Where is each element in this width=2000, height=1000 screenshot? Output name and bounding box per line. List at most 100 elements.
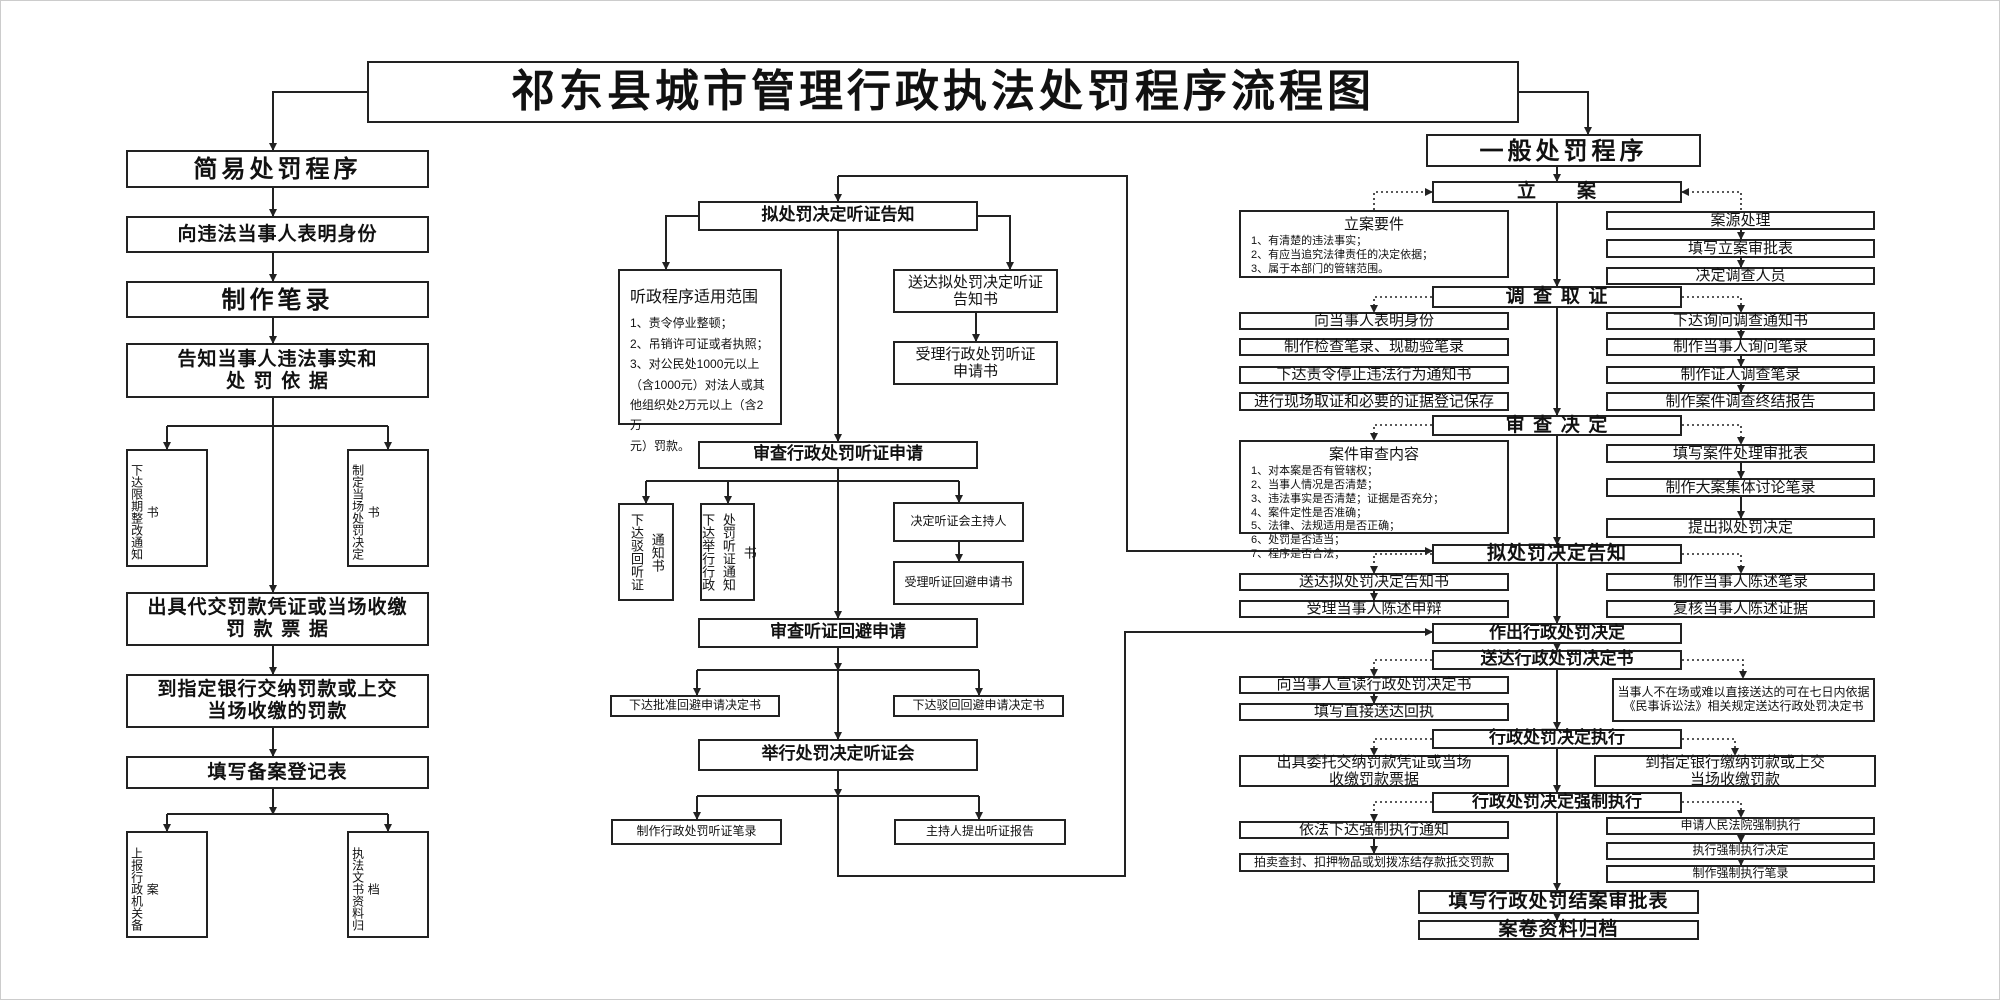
general-review-content-item: 2、当事人情况是否清楚； [1251, 479, 1379, 491]
general-review-content: 案件审查内容 1、对本案是否有管辖权；2、当事人情况是否清楚；3、违法事实是否清楚… [1239, 440, 1509, 560]
general-inv-right-2: 制作证人调查笔录 [1606, 366, 1875, 384]
arrow-connector [662, 215, 698, 270]
general-filing-requirements-item: 3、属于本部门的管辖范围。 [1251, 262, 1390, 275]
hearing-approve-recusal: 下达批准回避申请决定书 [610, 695, 780, 717]
general-filing-requirements-item: 1、有清楚的违法事实； [1251, 235, 1368, 248]
general-inv-right-3: 制作案件调查终结报告 [1606, 392, 1875, 411]
arrow-connector [269, 91, 367, 151]
hearing-hold-notice: 下达举行行政处罚听证通知书 [700, 503, 757, 601]
general-review-right-2: 提出拟处罚决定 [1606, 518, 1875, 538]
general-execution-right: 到指定银行缴纳罚款或上交 当场收缴罚款 [1594, 754, 1876, 788]
hearing-notice: 拟处罚决定听证告知 [698, 201, 978, 231]
general-deliver-left-0: 向当事人宣读行政处罚决定书 [1239, 676, 1509, 694]
general-filing-requirements-title: 立案要件 [1343, 216, 1404, 233]
general-execution-left: 出具委托交纳罚款凭证或当场 收缴罚款票据 [1239, 754, 1509, 788]
general-filing-right-1: 填写立案审批表 [1606, 239, 1875, 258]
general-review-content-item: 6、处罚是否适当； [1251, 534, 1346, 546]
arrow-connector [1682, 801, 1745, 818]
general-review-content-item: 3、违法事实是否清楚；证据是否充分； [1251, 492, 1445, 505]
general-deliver-decision: 送达行政处罚决定书 [1432, 649, 1682, 670]
arrow-connector [1370, 424, 1432, 441]
simple-step-identify: 向违法当事人表明身份 [126, 216, 429, 253]
general-enforcement-right-0: 申请人民法院强制执行 [1606, 817, 1875, 835]
general-filing-right-2: 决定调查人员 [1606, 267, 1875, 285]
simple-heading: 简易处罚程序 [126, 150, 429, 188]
general-inv-right-0: 下达询问调查通知书 [1606, 312, 1875, 330]
simple-step-inform: 告知当事人违法事实和 处 罚 依 据 [126, 343, 429, 398]
hearing-accept-application: 受理行政处罚听证 申请书 [893, 341, 1058, 385]
arrow-connector [1370, 738, 1432, 756]
hearing-scope-item: 元）罚款。 [630, 438, 691, 453]
arrow-connector [1370, 801, 1432, 822]
general-filing-right-0: 案源处理 [1606, 211, 1875, 230]
title-box: 祁东县城市管理行政执法处罚程序流程图 [367, 61, 1519, 123]
hearing-host-report: 主持人提出听证报告 [894, 819, 1066, 845]
arrow-connector [1682, 738, 1739, 756]
general-review-right-1: 制作大案集体讨论笔录 [1606, 478, 1875, 497]
general-review-content-item: 7、程序是否合法； [1251, 547, 1346, 560]
arrow-connector [1373, 188, 1433, 210]
general-proposed-right-1: 复核当事人陈述证据 [1606, 600, 1875, 618]
hearing-accept-recusal: 受理听证回避申请书 [893, 561, 1024, 605]
general-filing-requirements-item: 2、有应当追究法律责任的决定依据； [1251, 249, 1434, 261]
general-review-right-0: 填写案件处理审批表 [1606, 444, 1875, 463]
simple-branch-decision: 制定当场处罚决定书 [347, 449, 429, 567]
arrow-connector [1370, 296, 1432, 313]
general-inv-left-2: 下达责令停止违法行为通知书 [1239, 366, 1509, 384]
arrow-connector [1682, 424, 1745, 445]
arrow-connector [1519, 91, 1592, 135]
general-proposed-left-1: 受理当事人陈述申辩 [1239, 600, 1509, 618]
general-review-content-title: 案件审查内容 [1328, 446, 1419, 463]
hearing-scope-item: 他组织处2万元以上（含2万 [630, 397, 764, 433]
general-archive: 案卷资料归档 [1418, 918, 1699, 940]
arrow-connector [1682, 553, 1745, 574]
general-inv-right-1: 制作当事人询问笔录 [1606, 338, 1875, 356]
simple-branch-rectify-notice: 下达限期整改通知书 [126, 449, 208, 567]
hearing-scope-item: 3、对公民处1000元以上 [630, 357, 760, 372]
general-deliver-right: 当事人不在场或难以直接送达的可在七日内依据《民事诉讼法》相关规定送达行政处罚决定… [1612, 678, 1875, 722]
general-review-content-item: 4、案件定性是否准确； [1251, 506, 1368, 519]
arrow-connector [1370, 553, 1432, 574]
arrow-connector [837, 628, 1433, 877]
general-enforcement-left-1: 拍卖查封、扣押物品或划拨冻结存款抵交罚款 [1239, 853, 1509, 872]
arrow-connector [1682, 659, 1747, 679]
general-execution: 行政处罚决定执行 [1432, 728, 1682, 749]
arrow-connector [1682, 296, 1745, 313]
arrow-connector [838, 175, 1433, 555]
general-inv-left-3: 进行现场取证和必要的证据登记保存 [1239, 392, 1509, 411]
hearing-hold: 举行处罚决定听证会 [698, 739, 978, 771]
general-deliver-left-1: 填写直接送达回执 [1239, 703, 1509, 721]
general-filing: 立 案 [1432, 180, 1682, 203]
general-enforcement: 行政处罚决定强制执行 [1432, 792, 1682, 813]
arrow-connector [1681, 188, 1742, 210]
simple-step-record: 制作笔录 [126, 281, 429, 318]
simple-step-register: 填写备案登记表 [126, 756, 429, 789]
hearing-make-record: 制作行政处罚听证笔录 [611, 819, 782, 845]
general-review: 审 查 决 定 [1432, 414, 1682, 436]
simple-branch-report: 上报行政机关备案 [126, 831, 208, 938]
hearing-scope-title: 听政程序适用范围 [630, 289, 759, 306]
general-inv-left-1: 制作检查笔录、现勘验笔录 [1239, 338, 1509, 356]
general-review-content-item: 1、对本案是否有管辖权； [1251, 465, 1379, 478]
general-review-content-item: 5、法律、法规适用是否正确； [1251, 520, 1401, 533]
arrow-connector [1370, 659, 1432, 677]
general-make-decision: 作出行政处罚决定 [1432, 623, 1682, 644]
general-proposed-left-0: 送达拟处罚决定告知书 [1239, 573, 1509, 591]
hearing-review-application: 审查行政处罚听证申请 [698, 441, 978, 469]
hearing-scope-item: 2、吊销许可证或者执照； [630, 336, 769, 351]
general-close-form: 填写行政处罚结案审批表 [1418, 890, 1699, 914]
simple-branch-archive: 执法文书资料归档 [347, 831, 429, 938]
simple-step-bank: 到指定银行交纳罚款或上交 当场收缴的罚款 [126, 674, 429, 728]
general-investigation: 调 查 取 证 [1432, 285, 1682, 308]
general-enforcement-right-2: 制作强制执行笔录 [1606, 865, 1875, 883]
hearing-scope: 听政程序适用范围 1、责令停业整顿； 2、吊销许可证或者执照； 3、对公民处1000元… [618, 269, 782, 453]
simple-step-receipt: 出具代交罚款凭证或当场收缴 罚 款 票 据 [126, 592, 429, 646]
hearing-scope-item: 1、责令停业整顿； [630, 316, 733, 331]
general-proposed-notice: 拟处罚决定告知 [1432, 542, 1682, 564]
general-enforcement-right-1: 执行强制执行决定 [1606, 842, 1875, 860]
general-proposed-right-0: 制作当事人陈述笔录 [1606, 573, 1875, 591]
hearing-scope-item: （含1000元）对法人或其 [630, 377, 765, 392]
general-enforcement-left-0: 依法下达强制执行通知 [1239, 821, 1509, 839]
